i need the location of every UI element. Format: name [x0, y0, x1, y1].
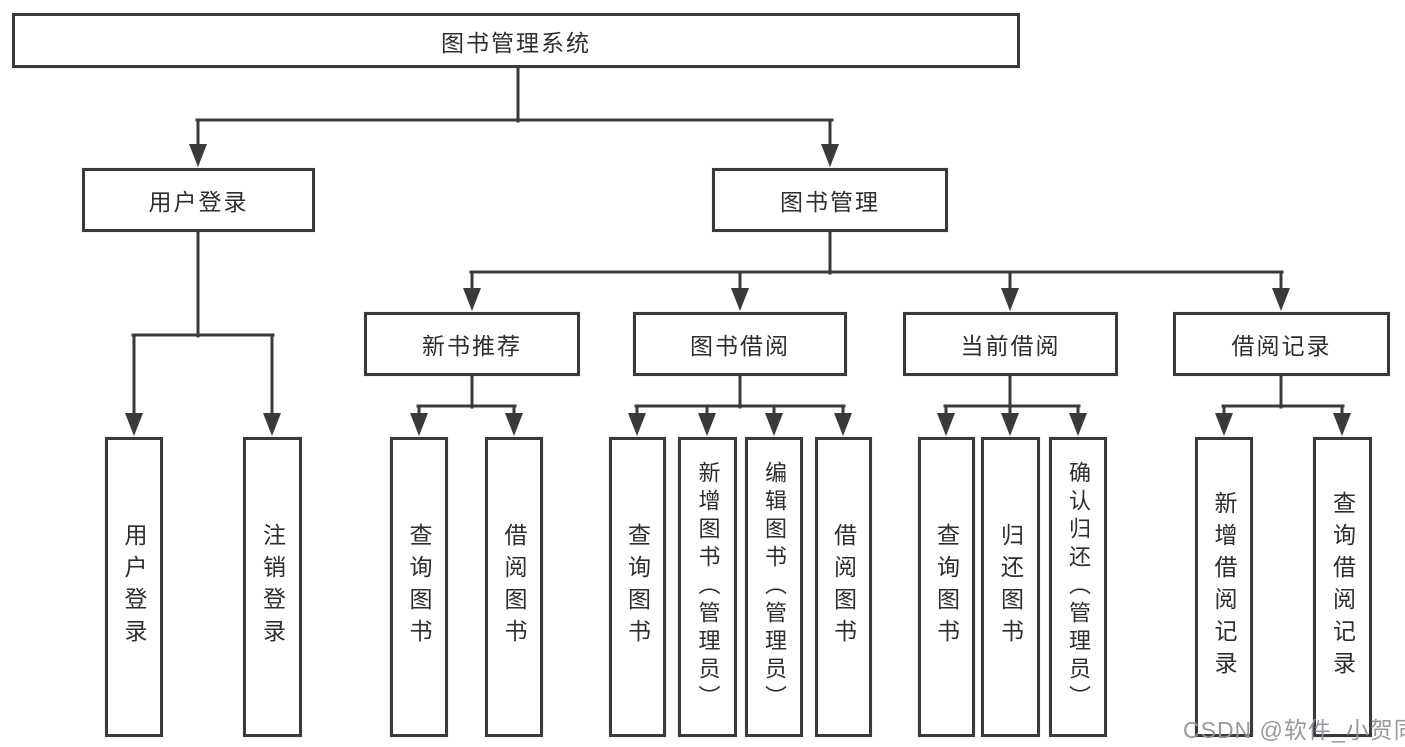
leaf-query-books-current: 查询图书 [918, 437, 975, 737]
leaf-borrow-books: 借阅图书 [815, 437, 872, 737]
tree-edges [131, 65, 1345, 420]
leaf-return-books: 归还图书 [981, 437, 1040, 737]
leaf-user-login: 用户登录 [105, 437, 163, 737]
watermark: CSDN @软件_小贺同学 [1183, 717, 1405, 743]
leaf-add-borrow-record: 新增借阅记录 [1195, 437, 1253, 737]
branch-borrow-records: 借阅记录 [1173, 312, 1390, 376]
leaf-query-books-recommend: 查询图书 [390, 437, 448, 737]
branch-book-borrow: 图书借阅 [633, 312, 847, 376]
branch-current-borrow: 当前借阅 [903, 312, 1118, 376]
branch-book-management: 图书管理 [712, 168, 948, 232]
leaf-add-book-admin: 新增图书（管理员） [678, 437, 737, 737]
branch-user-login: 用户登录 [82, 168, 315, 232]
leaf-edit-book-admin: 编辑图书（管理员） [745, 437, 803, 737]
root-node: 图书管理系统 [12, 13, 1020, 68]
arrowheads [125, 144, 1351, 436]
branch-new-book-recommend: 新书推荐 [364, 312, 580, 376]
leaf-borrow-books-recommend: 借阅图书 [485, 437, 543, 737]
leaf-confirm-return-admin: 确认归还（管理员） [1049, 437, 1107, 737]
leaf-logout: 注销登录 [243, 437, 302, 737]
leaf-query-borrow-record: 查询借阅记录 [1313, 437, 1372, 737]
leaf-query-books-borrow: 查询图书 [609, 437, 666, 737]
